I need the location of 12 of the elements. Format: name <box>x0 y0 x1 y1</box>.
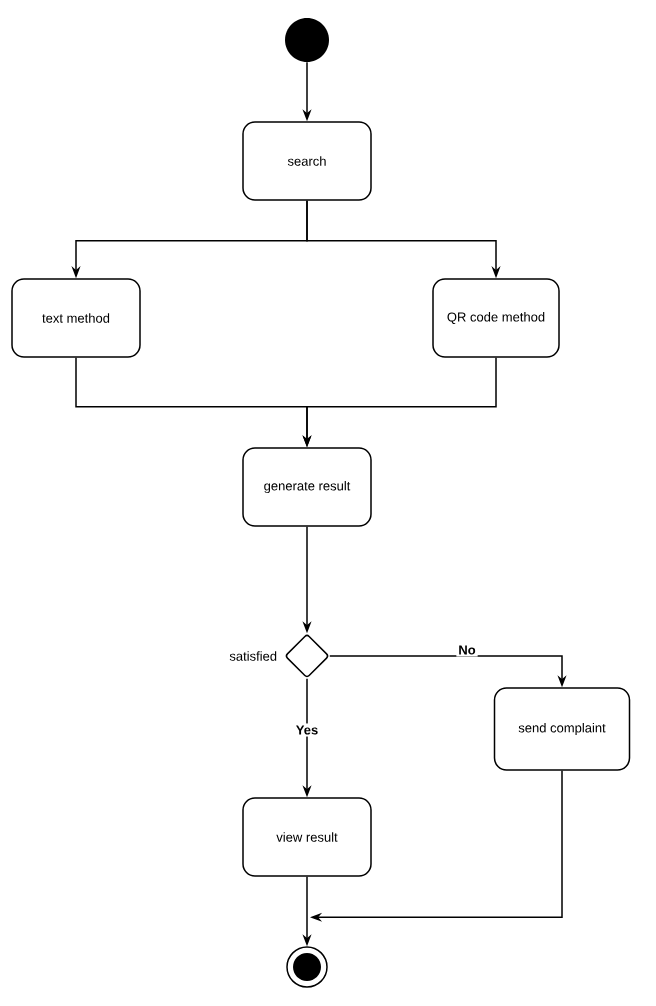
activity-box: search <box>242 121 372 201</box>
start-circle <box>285 18 329 62</box>
activity-box: QR code method <box>432 278 560 358</box>
activity-box: text method <box>11 278 141 358</box>
activity-box: view result <box>242 797 372 877</box>
end-circle <box>286 946 328 988</box>
decision-diamond <box>285 634 329 678</box>
activity-box: send complaint <box>493 687 631 771</box>
edge-label: Yes <box>293 723 321 737</box>
side-label: satisfied <box>229 651 277 661</box>
activity-box: generate result <box>242 447 372 527</box>
edge-label: No <box>456 643 478 657</box>
